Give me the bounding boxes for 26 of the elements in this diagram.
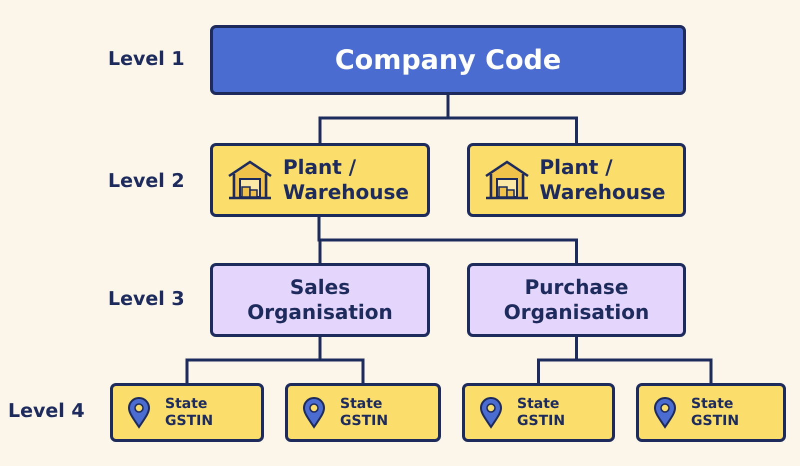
node-label: Plant / Warehouse: [540, 155, 666, 205]
organisation-box: [467, 263, 686, 337]
plant-box: [210, 143, 430, 217]
node-label: State GSTIN: [165, 396, 214, 430]
connector-line: [446, 95, 578, 143]
state-box: [110, 383, 264, 442]
state-box: [636, 383, 786, 442]
company-box: [210, 25, 686, 95]
plant-box: [467, 143, 686, 217]
node-label: State GSTIN: [340, 396, 390, 430]
state-box: [285, 383, 441, 442]
node-label: State GSTIN: [517, 396, 566, 430]
connector-line: [318, 337, 364, 383]
node-label: Plant / Warehouse: [283, 155, 410, 205]
level-label: Level 3: [108, 288, 185, 310]
level-label: Level 1: [108, 48, 185, 70]
organisation-box: [210, 263, 430, 337]
level-label: Level 4: [8, 400, 85, 422]
connector-line: [575, 337, 712, 383]
node-label: Sales Organisation: [246, 275, 394, 325]
node-label: State GSTIN: [691, 396, 740, 430]
level-label: Level 2: [108, 170, 185, 192]
connector-line: [318, 217, 578, 263]
state-box: [462, 383, 615, 442]
node-label: Purchase Organisation: [502, 275, 650, 325]
node-label: Company Code: [334, 44, 562, 76]
